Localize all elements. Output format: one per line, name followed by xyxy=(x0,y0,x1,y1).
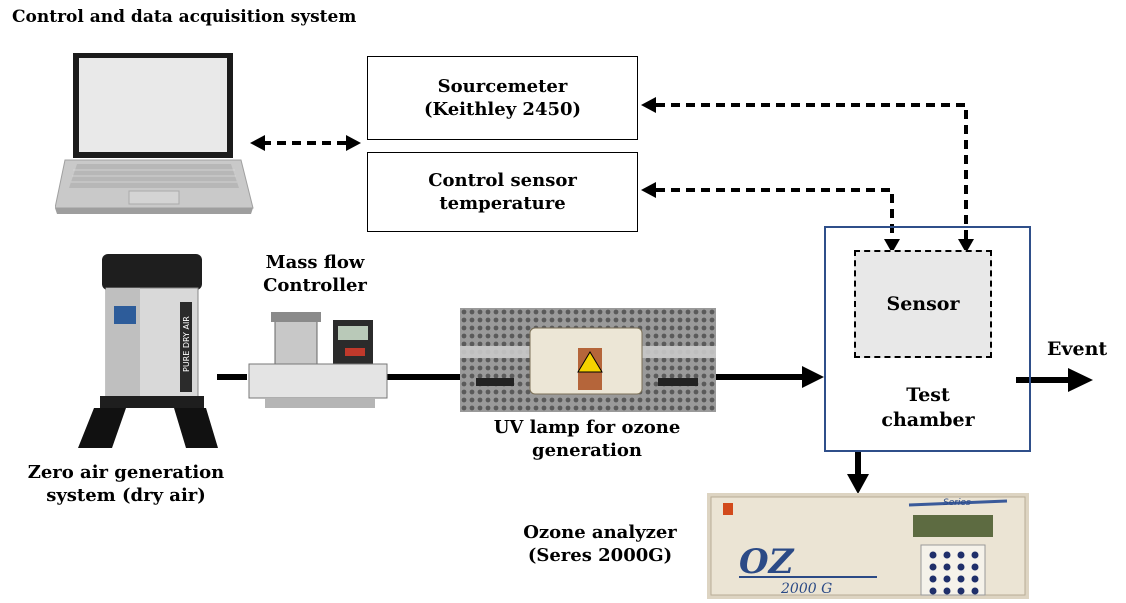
svg-text:2000 G: 2000 G xyxy=(780,581,832,597)
test-chamber-box xyxy=(824,226,1031,452)
sourcemeter-box: Sourcemeter (Keithley 2450) xyxy=(367,56,638,140)
chamber-inlet-arrowhead xyxy=(802,366,824,388)
sourcemeter-arrowhead xyxy=(641,97,656,113)
event-arrowhead xyxy=(1068,368,1093,392)
control-sensor-label: Control sensor xyxy=(428,169,577,191)
mass-flow-controller-icon xyxy=(248,312,388,408)
uv-lamp-icon xyxy=(460,308,716,412)
laptop-link-arrowhead-right xyxy=(346,135,361,151)
mass-flow-label: Mass flow Controller xyxy=(263,252,367,297)
uv-lamp-label: UV lamp for ozone generation xyxy=(493,417,681,462)
svg-text:PURE DRY AIR: PURE DRY AIR xyxy=(182,316,191,372)
air-generator-icon: PURE DRY AIR xyxy=(78,254,218,448)
control-sensor-label-2: temperature xyxy=(439,193,566,214)
sourcemeter-model: (Keithley 2450) xyxy=(423,99,582,120)
ozone-analyzer-label: Ozone analyzer (Seres 2000G) xyxy=(523,522,677,567)
system-title: Control and data acquisition system xyxy=(12,7,357,27)
test-chamber-label: Test chamber xyxy=(881,384,975,431)
sensor-label: Sensor xyxy=(886,292,960,315)
sensor-arrowhead-right xyxy=(958,239,974,253)
control-sensor-box: Control sensor temperature xyxy=(367,152,638,232)
svg-text:OZ: OZ xyxy=(739,542,795,582)
laptop-link-arrowhead-left xyxy=(250,135,265,151)
zero-air-label: Zero air generation system (dry air) xyxy=(27,462,225,507)
analyzer-arrowhead xyxy=(847,474,869,494)
gas-line xyxy=(217,374,1068,478)
control-sensor-arrowhead xyxy=(641,182,656,198)
sensor-box: Sensor xyxy=(854,250,992,358)
laptop-icon xyxy=(55,53,254,214)
event-label: Event xyxy=(1047,338,1108,360)
svg-text:Series: Series xyxy=(943,498,971,508)
sourcemeter-label: Sourcemeter xyxy=(437,75,568,97)
sourcemeter-link-line xyxy=(656,103,968,240)
ozone-analyzer-icon: Series OZ 2000 G xyxy=(707,493,1029,599)
sensor-arrowhead-left xyxy=(884,239,900,253)
